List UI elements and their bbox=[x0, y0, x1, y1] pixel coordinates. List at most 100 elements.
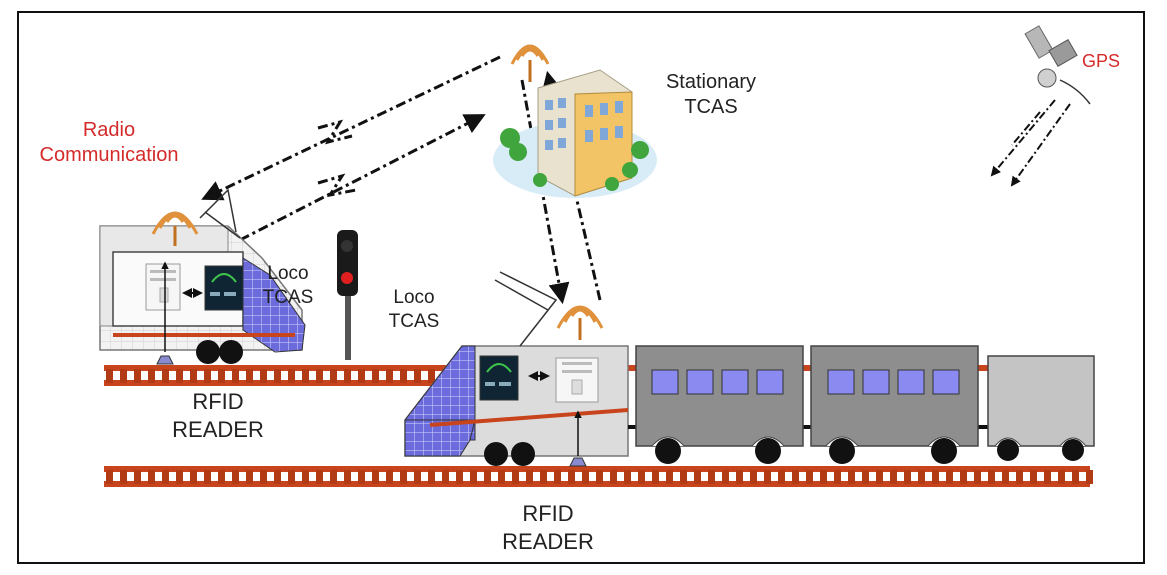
rail-sleeper bbox=[456, 470, 463, 484]
rail-sleeper bbox=[540, 470, 547, 484]
rail-sleeper bbox=[428, 470, 435, 484]
rail-sleeper bbox=[1072, 470, 1079, 484]
rail-sleeper bbox=[204, 470, 211, 484]
rail-sleeper bbox=[246, 369, 253, 383]
satellite-icon bbox=[1024, 25, 1091, 105]
gps-signal-lines bbox=[990, 99, 1071, 187]
frame-border bbox=[17, 11, 1145, 564]
display-panel-icon bbox=[479, 355, 519, 401]
rail-sleeper bbox=[358, 470, 365, 484]
rail-sleeper bbox=[344, 369, 351, 383]
rail-sleeper bbox=[764, 470, 771, 484]
antenna-icon bbox=[151, 211, 199, 246]
rail-sleeper bbox=[372, 470, 379, 484]
rail-sleeper bbox=[106, 369, 113, 383]
rail-sleeper bbox=[106, 470, 113, 484]
rail-sleeper bbox=[414, 369, 421, 383]
rail-sleeper bbox=[876, 470, 883, 484]
rail-sleeper bbox=[330, 470, 337, 484]
loco-tcas-left-label: Loco TCAS bbox=[262, 263, 314, 308]
rail-sleeper bbox=[1016, 470, 1023, 484]
rail-sleeper bbox=[358, 369, 365, 383]
rail-sleeper bbox=[148, 369, 155, 383]
rail-sleeper bbox=[442, 470, 449, 484]
rail-sleeper bbox=[554, 470, 561, 484]
rail-sleeper bbox=[302, 470, 309, 484]
rail-sleeper bbox=[316, 470, 323, 484]
rail-sleeper bbox=[946, 470, 953, 484]
rail-sleeper bbox=[1002, 470, 1009, 484]
rail-sleeper bbox=[596, 470, 603, 484]
rail-sleeper bbox=[176, 369, 183, 383]
gps-label: GPS bbox=[1082, 51, 1121, 71]
rail-sleeper bbox=[400, 470, 407, 484]
stationary-tcas-label: Stationary TCAS bbox=[665, 71, 757, 118]
rail-sleeper bbox=[414, 470, 421, 484]
rail-sleeper bbox=[708, 470, 715, 484]
rail-sleeper bbox=[134, 369, 141, 383]
rail-sleeper bbox=[848, 470, 855, 484]
antenna-icon bbox=[510, 44, 550, 82]
rail-sleeper bbox=[988, 470, 995, 484]
rail-sleeper bbox=[666, 470, 673, 484]
rail-sleeper bbox=[260, 470, 267, 484]
rail-sleeper bbox=[526, 470, 533, 484]
rail-sleeper bbox=[330, 369, 337, 383]
rail-sleeper bbox=[344, 470, 351, 484]
rail-sleeper bbox=[190, 470, 197, 484]
radio-communication-label: Radio Communication bbox=[39, 119, 179, 166]
rail-sleeper bbox=[232, 369, 239, 383]
rfid-reader-bottom-label: RFID READER bbox=[502, 501, 594, 554]
rail-sleeper bbox=[148, 470, 155, 484]
lower-track bbox=[104, 466, 1093, 487]
rail-sleeper bbox=[1086, 470, 1093, 484]
rail-sleeper bbox=[736, 470, 743, 484]
rail-sleeper bbox=[778, 470, 785, 484]
rail-sleeper bbox=[498, 470, 505, 484]
rail-sleeper bbox=[512, 470, 519, 484]
rail-sleeper bbox=[190, 369, 197, 383]
rail-sleeper bbox=[694, 470, 701, 484]
rail-sleeper bbox=[624, 470, 631, 484]
rail-sleeper bbox=[232, 470, 239, 484]
rfid-reader-sensor bbox=[156, 261, 174, 365]
rail-sleeper bbox=[302, 369, 309, 383]
rail-sleeper bbox=[400, 369, 407, 383]
display-panel-icon bbox=[204, 265, 244, 311]
rail-sleeper bbox=[820, 470, 827, 484]
rail-sleeper bbox=[176, 470, 183, 484]
rfid-reader-left-label: RFID READER bbox=[172, 389, 264, 442]
rail-sleeper bbox=[1030, 470, 1037, 484]
rail-sleeper bbox=[120, 470, 127, 484]
rail-sleeper bbox=[134, 470, 141, 484]
rail-sleeper bbox=[806, 470, 813, 484]
rail-sleeper bbox=[568, 470, 575, 484]
rail-sleeper bbox=[918, 470, 925, 484]
rail-sleeper bbox=[960, 470, 967, 484]
signal-light-icon bbox=[337, 230, 358, 360]
rail-sleeper bbox=[792, 470, 799, 484]
rail-sleeper bbox=[610, 470, 617, 484]
rail-sleeper bbox=[1058, 470, 1065, 484]
rail-sleeper bbox=[316, 369, 323, 383]
rail-sleeper bbox=[974, 470, 981, 484]
rail-sleeper bbox=[904, 470, 911, 484]
rail-sleeper bbox=[162, 470, 169, 484]
rail-sleeper bbox=[218, 470, 225, 484]
rail-sleeper bbox=[162, 369, 169, 383]
rail-sleeper bbox=[274, 369, 281, 383]
rfid-reader-sensor bbox=[569, 410, 587, 467]
rail-sleeper bbox=[680, 470, 687, 484]
computer-tower-icon bbox=[555, 357, 599, 403]
rail-sleeper bbox=[834, 470, 841, 484]
coach-2 bbox=[810, 345, 979, 464]
rail-sleeper bbox=[274, 470, 281, 484]
rail-sleeper bbox=[890, 470, 897, 484]
rail-sleeper bbox=[652, 470, 659, 484]
rail-sleeper bbox=[260, 369, 267, 383]
rail-sleeper bbox=[582, 470, 589, 484]
rail-sleeper bbox=[288, 470, 295, 484]
rail-sleeper bbox=[862, 470, 869, 484]
rail-sleeper bbox=[120, 369, 127, 383]
rail-sleeper bbox=[428, 369, 435, 383]
